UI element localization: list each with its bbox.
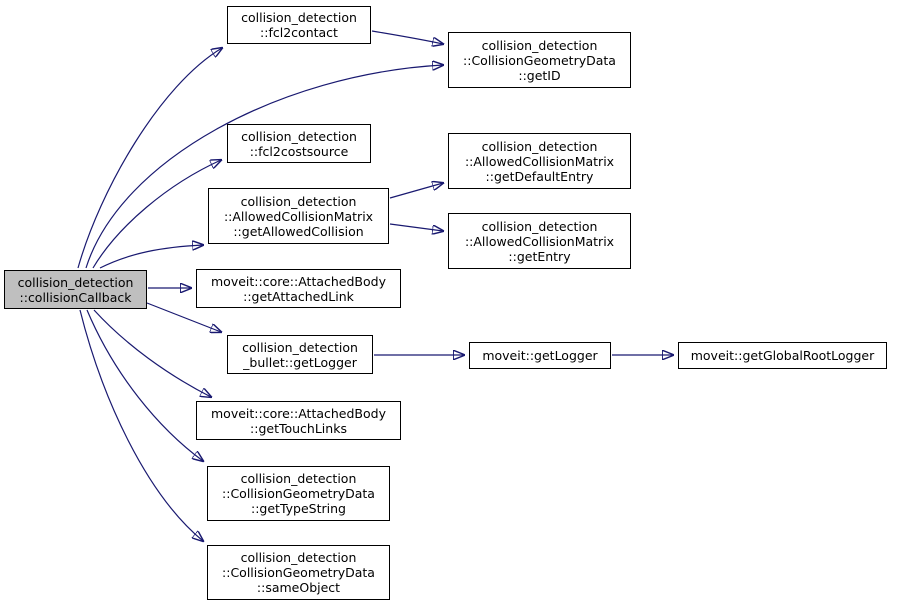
node-label: collision_detection ::fcl2contact bbox=[241, 10, 357, 40]
edge-collisionCallback-to-fcl2contact bbox=[77, 48, 222, 269]
edge-collisionCallback-to-getAllowedCollision bbox=[99, 245, 203, 269]
node-moveit-get-logger[interactable]: moveit::getLogger bbox=[469, 342, 611, 369]
node-label: collision_detection ::collisionCallback bbox=[17, 274, 134, 305]
node-fcl2contact[interactable]: collision_detection ::fcl2contact bbox=[227, 6, 371, 44]
node-get-allowed-collision[interactable]: collision_detection ::AllowedCollisionMa… bbox=[208, 188, 389, 244]
node-fcl2costsource[interactable]: collision_detection ::fcl2costsource bbox=[227, 124, 371, 163]
edge-getAllowedCollision-to-getEntry bbox=[389, 223, 443, 231]
node-label: moveit::getGlobalRootLogger bbox=[690, 348, 875, 363]
node-get-touch-links[interactable]: moveit::core::AttachedBody ::getTouchLin… bbox=[196, 401, 401, 440]
node-label: collision_detection ::CollisionGeometryD… bbox=[222, 471, 375, 516]
node-label: collision_detection ::AllowedCollisionMa… bbox=[464, 138, 615, 184]
node-label: collision_detection ::CollisionGeometryD… bbox=[222, 550, 375, 595]
node-get-type-string[interactable]: collision_detection ::CollisionGeometryD… bbox=[207, 466, 390, 521]
edge-collisionCallback-to-getTouchLinks bbox=[93, 309, 211, 397]
node-label: collision_detection _bullet::getLogger bbox=[242, 339, 358, 370]
node-collision-callback[interactable]: collision_detection ::collisionCallback bbox=[4, 270, 147, 309]
node-collision-geometry-data-get-id[interactable]: collision_detection ::CollisionGeometryD… bbox=[448, 32, 631, 88]
node-label: moveit::core::AttachedBody ::getAttached… bbox=[211, 273, 386, 304]
node-same-object[interactable]: collision_detection ::CollisionGeometryD… bbox=[207, 545, 390, 600]
edge-getAllowedCollision-to-getDefaultEntry bbox=[389, 183, 443, 199]
node-label: moveit::core::AttachedBody ::getTouchLin… bbox=[211, 405, 386, 436]
edge-collisionCallback-to-fcl2costsource bbox=[92, 160, 221, 269]
edge-fcl2contact-to-getID bbox=[371, 30, 443, 44]
node-label: collision_detection ::AllowedCollisionMa… bbox=[464, 218, 615, 264]
node-bullet-get-logger[interactable]: collision_detection _bullet::getLogger bbox=[227, 335, 373, 374]
node-get-entry[interactable]: collision_detection ::AllowedCollisionMa… bbox=[448, 213, 631, 269]
node-label: collision_detection ::CollisionGeometryD… bbox=[463, 37, 616, 83]
edge-collisionCallback-to-bulletGetLogger bbox=[146, 302, 221, 332]
edge-collisionCallback-to-getTypeString bbox=[86, 309, 203, 461]
edge-collisionCallback-to-sameObject bbox=[79, 309, 203, 541]
node-get-attached-link[interactable]: moveit::core::AttachedBody ::getAttached… bbox=[196, 269, 401, 308]
edge-collisionCallback-to-getID bbox=[85, 65, 443, 269]
node-label: collision_detection ::fcl2costsource bbox=[241, 128, 357, 159]
node-label: moveit::getLogger bbox=[482, 348, 598, 363]
node-get-default-entry[interactable]: collision_detection ::AllowedCollisionMa… bbox=[448, 133, 631, 189]
node-label: collision_detection ::AllowedCollisionMa… bbox=[223, 193, 374, 239]
node-get-global-root-logger[interactable]: moveit::getGlobalRootLogger bbox=[678, 342, 887, 369]
